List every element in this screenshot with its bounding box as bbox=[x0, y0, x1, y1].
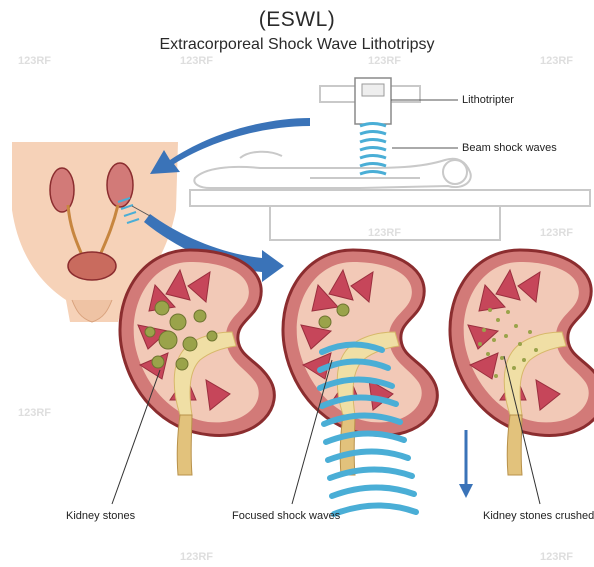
svg-text:123RF: 123RF bbox=[180, 551, 213, 563]
beam-shock-wave-icon bbox=[360, 124, 386, 175]
svg-text:123RF: 123RF bbox=[540, 55, 573, 67]
kidney-stones-label: Kidney stones bbox=[66, 510, 135, 522]
down-arrow-icon bbox=[459, 430, 473, 498]
kidney-with-stones bbox=[120, 250, 274, 475]
svg-text:123RF: 123RF bbox=[180, 55, 213, 67]
page-subtitle: Extracorporeal Shock Wave Lithotripsy bbox=[0, 36, 594, 54]
svg-text:123RF: 123RF bbox=[368, 227, 401, 239]
svg-text:123RF: 123RF bbox=[540, 551, 573, 563]
kidney-stones-crushed bbox=[450, 250, 594, 475]
svg-text:123RF: 123RF bbox=[18, 55, 51, 67]
kidney-stones-crushed-label: Kidney stones crushed bbox=[483, 510, 594, 522]
svg-text:123RF: 123RF bbox=[540, 227, 573, 239]
focused-shock-waves-label: Focused shock waves bbox=[232, 510, 340, 522]
svg-text:123RF: 123RF bbox=[18, 407, 51, 419]
page-title: (ESWL) bbox=[0, 8, 594, 32]
lithotripter-label: Lithotripter bbox=[462, 94, 514, 106]
beam-label: Beam shock waves bbox=[462, 142, 557, 154]
svg-text:123RF: 123RF bbox=[368, 55, 401, 67]
lithotripter-icon bbox=[320, 78, 458, 124]
